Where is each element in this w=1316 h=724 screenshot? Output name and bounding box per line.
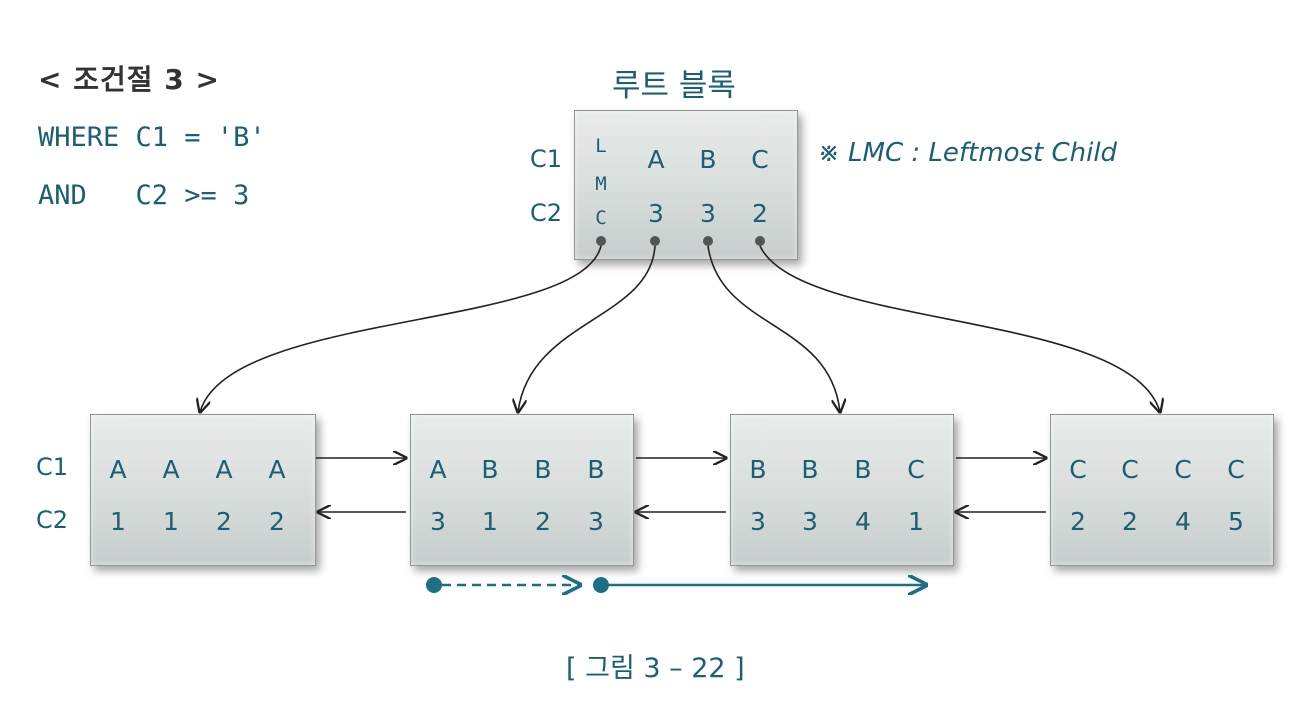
leaf-c2-cell: 3 xyxy=(802,507,818,536)
root-pointer-dot-lmc xyxy=(596,236,606,246)
scan-start-dot-solid xyxy=(593,577,609,593)
leaf-c2-cell: 2 xyxy=(269,507,285,536)
root-pointer-dot-b xyxy=(703,236,713,246)
lmc-note: ※ LMC : Leftmost Child xyxy=(818,138,1118,168)
leaf-c2-cell: 4 xyxy=(1175,507,1191,536)
leaf-block-2: A B B B 3 1 2 3 xyxy=(410,414,634,566)
root-row-label-c1: C1 xyxy=(530,145,563,173)
leaf-c1-cell: C xyxy=(1227,455,1245,484)
root-c2-cell: 3 xyxy=(648,199,664,228)
leaf-c1-cell: C xyxy=(1069,455,1087,484)
pointer-arrow-lmc xyxy=(200,245,602,412)
pointer-arrow-c xyxy=(759,245,1160,412)
condition-line-where: WHERE C1 = 'B' xyxy=(38,122,266,153)
pointer-arrow-b xyxy=(707,245,840,412)
root-pointer-dot-a xyxy=(650,236,660,246)
lmc-letter-m: M xyxy=(595,173,607,195)
leaf-c1-cell: B xyxy=(854,455,872,484)
root-block-title: 루트 블록 xyxy=(612,68,736,104)
condition-title: < 조건절 3 > xyxy=(38,63,220,96)
condition-line-and: AND C2 >= 3 xyxy=(38,180,250,211)
leaf-c2-cell: 2 xyxy=(535,507,551,536)
leaf-c2-cell: 3 xyxy=(430,507,446,536)
leaf-c2-cell: 2 xyxy=(216,507,232,536)
root-row-label-c2: C2 xyxy=(530,199,563,227)
leaf-row-label-c1: C1 xyxy=(36,453,69,481)
leaf-c2-cell: 1 xyxy=(163,507,179,536)
root-c1-cell: C xyxy=(751,145,769,174)
root-c2-cell: 3 xyxy=(700,199,716,228)
scan-start-dot-dashed xyxy=(426,577,442,593)
leaf-c2-cell: 1 xyxy=(110,507,126,536)
leaf-c1-cell: A xyxy=(429,455,447,484)
leaf-c1-cell: C xyxy=(1174,455,1192,484)
leaf-row-label-c2: C2 xyxy=(36,506,69,534)
leaf-c1-cell: B xyxy=(481,455,499,484)
leaf-c1-cell: B xyxy=(587,455,605,484)
leaf-c2-cell: 3 xyxy=(750,507,766,536)
lmc-letter-c: C xyxy=(595,207,607,229)
pointer-arrow-a xyxy=(518,245,656,412)
root-pointer-dot-c xyxy=(755,236,765,246)
root-block: L M C A B C 3 3 2 xyxy=(574,110,798,260)
leaf-c1-cell: C xyxy=(1121,455,1139,484)
root-c1-cell: A xyxy=(647,145,665,174)
leaf-c1-cell: B xyxy=(801,455,819,484)
leaf-block-4: C C C C 2 2 4 5 xyxy=(1050,414,1274,566)
leaf-c2-cell: 4 xyxy=(855,507,871,536)
leaf-c1-cell: C xyxy=(907,455,925,484)
leaf-c1-cell: A xyxy=(215,455,233,484)
leaf-c2-cell: 5 xyxy=(1228,507,1244,536)
figure-caption: [ 그림 3 – 22 ] xyxy=(566,653,745,684)
leaf-c2-cell: 2 xyxy=(1122,507,1138,536)
leaf-c2-cell: 1 xyxy=(908,507,924,536)
leaf-c1-cell: A xyxy=(109,455,127,484)
root-c2-cell: 2 xyxy=(752,199,768,228)
leaf-c1-cell: B xyxy=(534,455,552,484)
leaf-c2-cell: 3 xyxy=(588,507,604,536)
root-c1-cell: B xyxy=(699,145,717,174)
leaf-c2-cell: 1 xyxy=(482,507,498,536)
leaf-c1-cell: A xyxy=(162,455,180,484)
leaf-c2-cell: 2 xyxy=(1070,507,1086,536)
leaf-c1-cell: A xyxy=(268,455,286,484)
leaf-block-3: B B B C 3 3 4 1 xyxy=(730,414,954,566)
lmc-letter-l: L xyxy=(595,135,607,157)
leaf-c1-cell: B xyxy=(749,455,767,484)
leaf-block-1: A A A A 1 1 2 2 xyxy=(90,414,316,566)
